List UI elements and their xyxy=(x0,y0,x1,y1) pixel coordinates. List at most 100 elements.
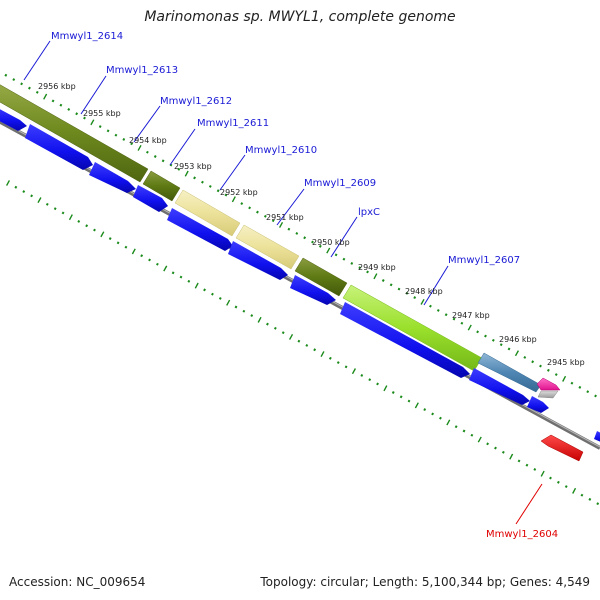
major-tick xyxy=(351,368,357,375)
feature-pink[interactable] xyxy=(536,377,561,391)
minor-tick xyxy=(470,433,474,437)
cds-arrow[interactable] xyxy=(527,396,549,413)
cds-arrow[interactable] xyxy=(167,208,233,251)
callout-lines xyxy=(23,40,449,306)
minor-tick xyxy=(580,493,584,497)
feature-olive-2[interactable] xyxy=(142,170,181,202)
feature-gray-small[interactable] xyxy=(537,390,559,399)
feature-olive-1[interactable] xyxy=(0,79,149,183)
major-tick xyxy=(572,487,577,494)
cds-track[interactable] xyxy=(0,106,600,443)
gene-label-mmwyl1-2611[interactable]: Mmwyl1_2611 xyxy=(197,118,269,129)
gene-label-mmwyl1-2613[interactable]: Mmwyl1_2613 xyxy=(106,65,178,76)
minor-tick xyxy=(287,227,291,231)
minor-tick xyxy=(452,317,456,321)
kbp-label: 2949 kbp xyxy=(358,263,396,272)
minor-tick xyxy=(539,364,542,368)
gene-labels[interactable]: Mmwyl1_2614 Mmwyl1_2613 Mmwyl1_2612 Mmwy… xyxy=(51,31,520,266)
gene-label-mmwyl1-2614[interactable]: Mmwyl1_2614 xyxy=(51,31,123,42)
feature-steel[interactable] xyxy=(477,352,542,393)
minor-tick xyxy=(554,373,558,377)
cds-arrow[interactable] xyxy=(228,241,288,280)
minor-tick xyxy=(67,107,71,111)
cds-arrow[interactable] xyxy=(0,106,27,131)
major-tick xyxy=(137,144,142,151)
minor-tick xyxy=(28,86,31,90)
gene-label-mmwyl1-2610[interactable]: Mmwyl1_2610 xyxy=(245,145,317,156)
minor-tick xyxy=(549,476,552,480)
gene-label-mmwyl1-2612[interactable]: Mmwyl1_2612 xyxy=(160,96,232,107)
minor-tick xyxy=(130,142,134,146)
accession-text: Accession: NC_009654 xyxy=(9,575,146,589)
highlighted-feature-red[interactable] xyxy=(540,434,584,462)
minor-tick xyxy=(148,258,151,262)
cds-arrow[interactable] xyxy=(469,368,530,405)
minor-tick xyxy=(328,356,332,360)
cds-arrow[interactable] xyxy=(290,275,336,305)
minor-tick xyxy=(501,450,505,454)
minor-tick xyxy=(517,459,521,463)
minor-tick xyxy=(208,185,212,188)
minor-tick xyxy=(507,347,511,351)
major-tick xyxy=(43,93,48,100)
major-tick xyxy=(383,385,388,392)
major-tick xyxy=(509,453,514,460)
minor-tick xyxy=(169,163,173,167)
minor-tick xyxy=(35,90,39,94)
gene-label-mmwyl1-2609[interactable]: Mmwyl1_2609 xyxy=(304,178,376,189)
gene-label-lpxc[interactable]: lpxC xyxy=(358,207,380,218)
minor-tick xyxy=(216,189,220,193)
major-tick xyxy=(373,273,378,280)
tick-band-bottom xyxy=(5,180,600,506)
minor-tick xyxy=(250,314,254,318)
minor-tick xyxy=(360,373,364,377)
feature-lime[interactable] xyxy=(342,284,483,372)
feature-cream-1[interactable] xyxy=(174,189,241,237)
minor-tick xyxy=(273,326,277,330)
minor-tick xyxy=(570,381,574,385)
feature-cream-2[interactable] xyxy=(235,224,300,270)
minor-tick xyxy=(271,219,275,223)
gene-label-mmwyl1-2604[interactable]: Mmwyl1_2604 xyxy=(486,529,558,540)
kbp-labels: 2956 kbp 2955 kbp 2954 kbp 2953 kbp 2952… xyxy=(38,82,585,367)
minor-tick xyxy=(389,283,393,287)
minor-tick xyxy=(171,271,175,275)
major-tick xyxy=(414,402,419,409)
minor-tick xyxy=(281,331,285,335)
minor-tick xyxy=(124,245,128,249)
minor-tick xyxy=(318,244,322,248)
minor-tick xyxy=(368,378,372,382)
minor-tick xyxy=(486,442,489,446)
minor-tick xyxy=(108,237,112,241)
kbp-label: 2950 kbp xyxy=(312,238,350,247)
minor-tick xyxy=(256,210,259,214)
major-tick xyxy=(288,333,294,340)
major-tick xyxy=(257,316,262,323)
minor-tick xyxy=(59,103,63,107)
minor-tick xyxy=(61,211,65,215)
kbp-label: 2951 kbp xyxy=(266,213,304,222)
kbp-label: 2946 kbp xyxy=(499,335,537,344)
minor-tick xyxy=(454,425,458,429)
cds-arrow[interactable] xyxy=(133,185,168,212)
cds-arrow[interactable] xyxy=(89,162,136,193)
minor-tick xyxy=(344,365,348,369)
cds-arrow[interactable] xyxy=(594,431,600,443)
map-title: Marinomonas sp. MWYL1, complete genome xyxy=(144,9,456,25)
feature-track[interactable] xyxy=(0,79,561,399)
minor-tick xyxy=(12,78,16,82)
minor-tick xyxy=(297,339,301,343)
feature-olive-3[interactable] xyxy=(294,257,348,297)
minor-tick xyxy=(531,360,535,364)
minor-tick xyxy=(153,155,157,158)
gene-label-mmwyl1-2607[interactable]: Mmwyl1_2607 xyxy=(448,255,520,266)
minor-tick xyxy=(53,207,57,211)
minor-tick xyxy=(336,361,340,365)
minor-tick xyxy=(156,262,159,266)
cds-arrow[interactable] xyxy=(340,302,470,378)
minor-tick xyxy=(399,395,403,399)
minor-tick xyxy=(303,236,307,240)
cds-arrow[interactable] xyxy=(25,124,93,170)
major-tick xyxy=(514,350,520,357)
